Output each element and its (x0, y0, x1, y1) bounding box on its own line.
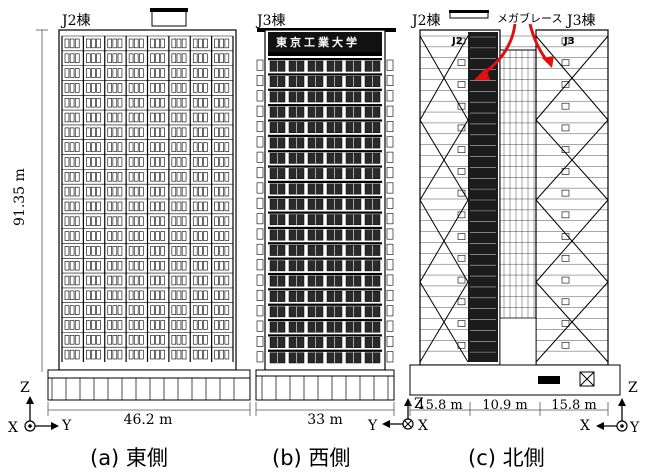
axis-triad-c (596, 398, 628, 432)
tower-tag-j3: J3 (564, 36, 575, 47)
width-dimension-north-right: 15.8 m (551, 398, 597, 413)
axis-z-label-c: Z (628, 380, 638, 396)
west-podium-columns (261, 376, 389, 400)
building-label-j2-east: J2棟 (62, 13, 91, 29)
building-label-j3-north: J3棟 (567, 13, 596, 29)
width-dimension-north-core: 10.9 m (482, 398, 528, 413)
axis-z-label-a: Z (20, 380, 30, 396)
panel-a-east-elevation (24, 8, 251, 432)
axis-z-label-b: Z (414, 396, 424, 412)
width-dimension-north-left: 15.8 m (417, 398, 463, 413)
axis-x-label-b: X (418, 418, 428, 434)
east-podium-columns (51, 378, 235, 400)
caption-a: (a) 東側 (90, 446, 168, 470)
width-dimension-east: 46.2 m (123, 412, 173, 428)
axis-y-label-a: Y (62, 418, 72, 434)
roof-sign: 東京工業大学 (276, 36, 360, 49)
mega-braces (419, 35, 609, 363)
west-window-grid (256, 58, 394, 364)
height-dimension-text: 91.35 m (12, 168, 28, 226)
axis-y-label-b: Y (368, 418, 378, 434)
building-label-j3-west: J3棟 (257, 13, 286, 29)
caption-c: (c) 北側 (468, 446, 545, 470)
building-label-j2-north: J2棟 (412, 13, 441, 29)
axis-triad-b (382, 398, 414, 430)
mega-brace-label: メガブレース (497, 12, 563, 25)
panel-b-west-elevation (255, 28, 414, 430)
axis-y-label-c: Y (630, 420, 640, 436)
east-window-grid (61, 35, 234, 362)
axis-x-label-a: X (8, 420, 18, 436)
axis-triad-a (24, 396, 59, 432)
caption-b: (b) 西側 (272, 446, 351, 470)
north-facade-details (420, 35, 608, 366)
axis-x-label-c: X (580, 418, 590, 434)
tower-tag-j2: J2 (452, 36, 463, 47)
width-dimension-west: 33 m (307, 412, 343, 428)
panel-c-north-elevation (409, 10, 628, 432)
